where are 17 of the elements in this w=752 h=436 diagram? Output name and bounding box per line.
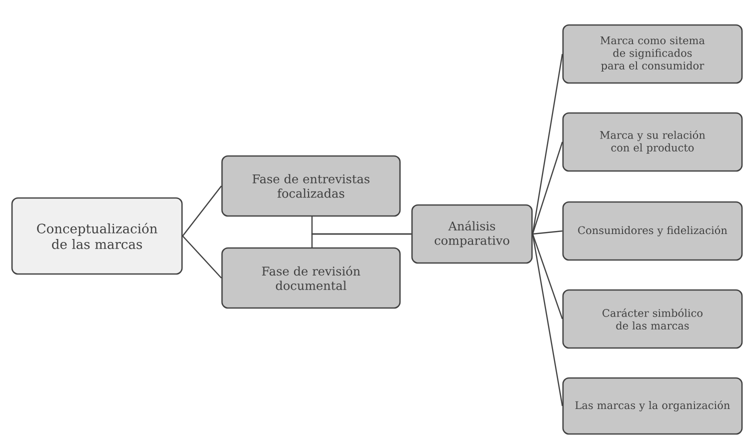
process-box: Consumidores y fidelización <box>562 201 743 261</box>
process-box: Fase de entrevistas focalizadas <box>221 155 401 217</box>
connector-line <box>532 142 563 234</box>
process-box: Marca como sitema de significados para el consumidor <box>562 24 743 84</box>
connector-line <box>311 233 412 248</box>
connector-line <box>532 234 563 406</box>
connector-line <box>532 54 563 234</box>
process-box: Fase de revisión documental <box>221 247 401 309</box>
process-box: Carácter simbólico de las marcas <box>562 289 743 349</box>
process-box: Marca y su relación con el producto <box>562 112 743 172</box>
process-box: Análisis comparativo <box>411 204 533 264</box>
connector-line <box>532 230 562 235</box>
connector-line <box>182 186 222 236</box>
connector-line <box>182 236 222 278</box>
process-box: Las marcas y la organización <box>562 377 743 435</box>
connector-line <box>532 234 563 320</box>
process-box: Conceptualización de las marcas <box>11 197 183 275</box>
